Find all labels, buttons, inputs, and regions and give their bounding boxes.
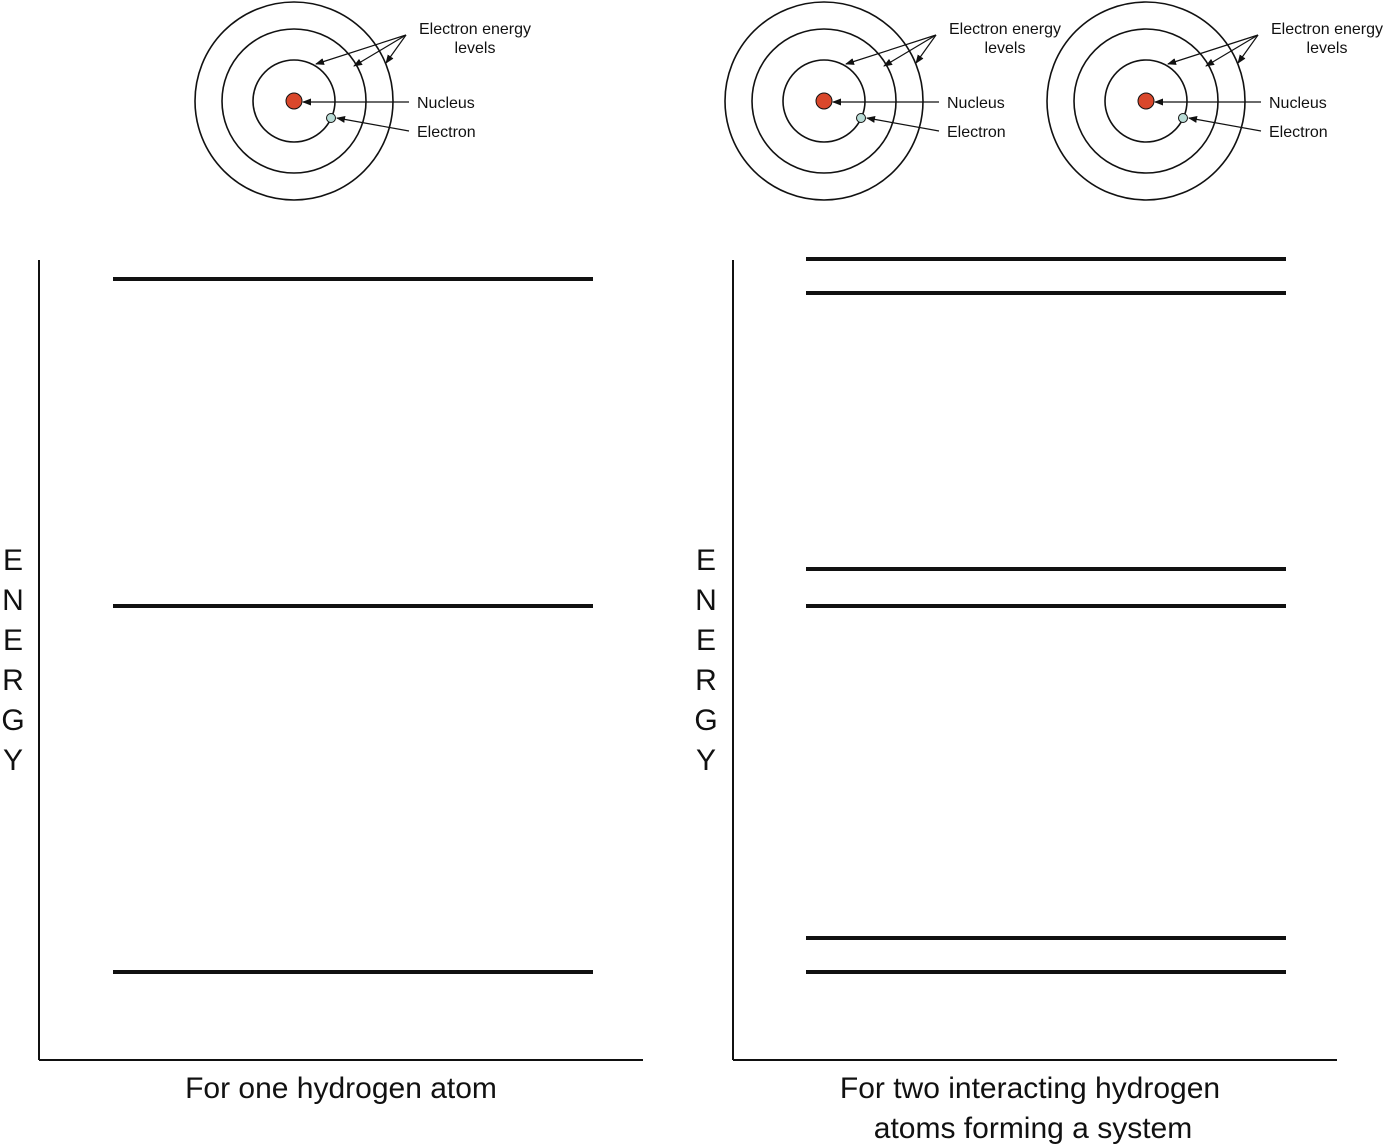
energy-letter: E xyxy=(3,544,23,577)
electron xyxy=(1178,113,1188,123)
electron-label: Electron xyxy=(947,124,1006,141)
energy-levels-arrow-2 xyxy=(353,34,407,67)
right-panel-caption-line1: For two interacting hydrogen xyxy=(840,1072,1220,1105)
electron xyxy=(326,113,336,123)
energy-level-ring-middle xyxy=(751,28,897,174)
atom-diagram-right-b: Electron energy levels Nucleus Electron xyxy=(1046,1,1383,201)
energy-axis-label: E N E R G Y xyxy=(1,544,24,777)
atom-diagram-left: Electron energy levels Nucleus Electron xyxy=(194,1,531,201)
electron-label: Electron xyxy=(1269,124,1328,141)
electron-arrow xyxy=(336,115,410,132)
nucleus xyxy=(1137,92,1155,110)
energy-letter: G xyxy=(1,704,24,737)
energy-letter: E xyxy=(696,624,716,657)
energy-levels-arrow-3 xyxy=(1237,34,1259,64)
energy-levels-arrow-1 xyxy=(315,34,407,65)
energy-levels-arrow-3 xyxy=(915,34,937,64)
nucleus-label: Nucleus xyxy=(947,95,1005,112)
energy-letter: Y xyxy=(3,744,23,777)
energy-levels-arrow-1 xyxy=(845,34,937,65)
right-panel-caption-line2: atoms forming a system xyxy=(874,1112,1192,1145)
nucleus-label: Nucleus xyxy=(1269,95,1327,112)
energy-letter: N xyxy=(2,584,24,617)
energy-letter: N xyxy=(695,584,717,617)
energy-letter: E xyxy=(3,624,23,657)
energy-level-ring-outer xyxy=(1046,1,1246,201)
energy-levels-label-line2: levels xyxy=(985,40,1026,57)
energy-letter: G xyxy=(694,704,717,737)
energy-levels-arrow-3 xyxy=(385,34,407,64)
energy-level-ring-outer xyxy=(194,1,394,201)
energy-level-ring-outer xyxy=(724,1,924,201)
energy-letter: Y xyxy=(696,744,716,777)
energy-levels-label-line1: Electron energy xyxy=(419,21,531,38)
energy-levels-arrow-2 xyxy=(883,34,937,67)
energy-letter: R xyxy=(2,664,24,697)
energy-level-ring-inner xyxy=(252,59,336,143)
electron-arrow xyxy=(866,115,940,132)
left-energy-panel: E N E R G Y For one hydrogen atom xyxy=(1,260,643,1105)
energy-letter: E xyxy=(696,544,716,577)
energy-level-ring-middle xyxy=(221,28,367,174)
energy-levels-label-line2: levels xyxy=(455,40,496,57)
nucleus xyxy=(815,92,833,110)
energy-letter: R xyxy=(695,664,717,697)
atom-diagram-right-a: Electron energy levels Nucleus Electron xyxy=(724,1,1061,201)
nucleus xyxy=(285,92,303,110)
energy-level-ring-middle xyxy=(1073,28,1219,174)
electron-label: Electron xyxy=(417,124,476,141)
electron-arrow xyxy=(1188,115,1262,132)
energy-level-ring-inner xyxy=(1104,59,1188,143)
energy-level-ring-inner xyxy=(782,59,866,143)
energy-axis-label: E N E R G Y xyxy=(694,544,717,777)
energy-levels-label-line1: Electron energy xyxy=(1271,21,1383,38)
electron xyxy=(856,113,866,123)
energy-levels-arrow-2 xyxy=(1205,34,1259,67)
energy-levels-label-line2: levels xyxy=(1307,40,1348,57)
left-panel-caption: For one hydrogen atom xyxy=(185,1072,497,1105)
nucleus-label: Nucleus xyxy=(417,95,475,112)
energy-levels-arrow-1 xyxy=(1167,34,1259,65)
energy-levels-label-line1: Electron energy xyxy=(949,21,1061,38)
right-energy-panel: E N E R G Y For two interacting hydrogen… xyxy=(694,257,1337,1145)
